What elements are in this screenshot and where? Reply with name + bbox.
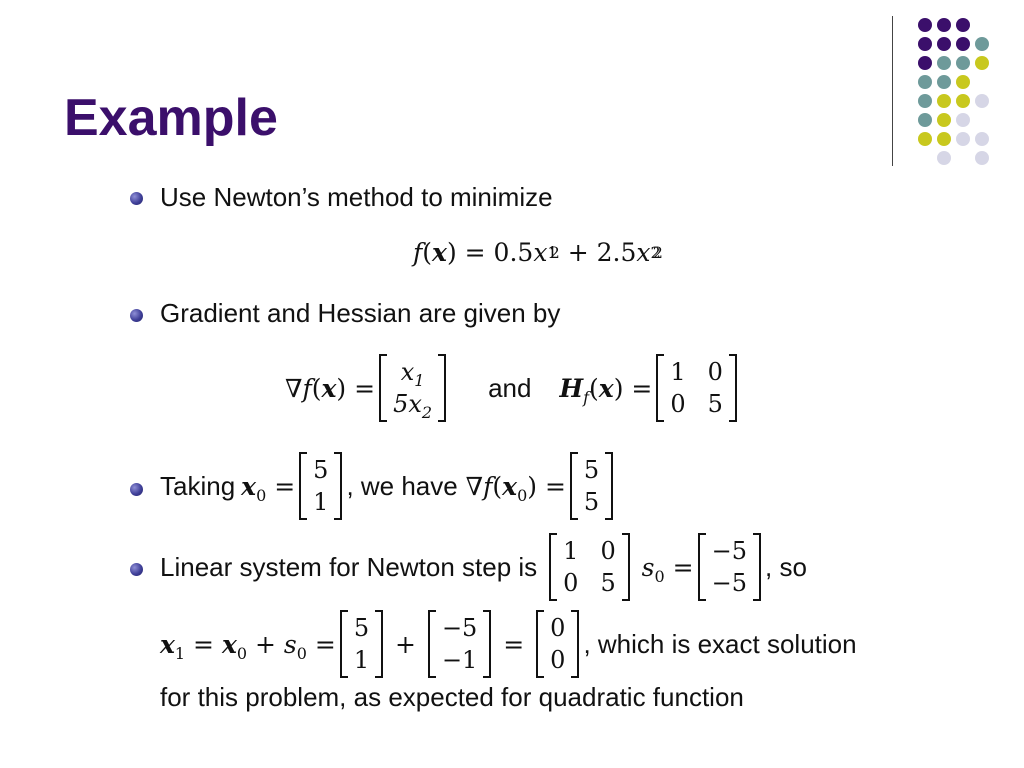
decor-dot xyxy=(956,94,970,108)
decor-dot xyxy=(937,56,951,70)
matrix-cell: −5 xyxy=(711,537,747,565)
decor-dot xyxy=(937,37,951,51)
matrix-cell: 5 xyxy=(583,456,600,484)
decor-dot xyxy=(975,56,989,70)
bullet-icon xyxy=(130,192,143,205)
decor-dot xyxy=(918,18,932,32)
matrix-cell: 0 xyxy=(563,569,579,597)
decor-dot xyxy=(937,151,951,165)
bullet-text-4: Linear system for Newton step is 1 0 0 5… xyxy=(160,533,807,601)
decor-dot xyxy=(918,75,932,89)
bullet-text-1: Use Newton’s method to minimize xyxy=(160,182,553,212)
decor-dot xyxy=(975,151,989,165)
matrix-cell: 1 xyxy=(563,537,579,565)
decor-dot xyxy=(975,132,989,146)
matrix-cell: 5 xyxy=(600,569,616,597)
decor-dot xyxy=(918,94,932,108)
decor-dot xyxy=(937,94,951,108)
equation-x1: x1 = x0 + s0 = 5 1 + −5 −1 = 0 0 , which… xyxy=(160,610,857,678)
decor-dot xyxy=(937,132,951,146)
matrix-cell: 0 xyxy=(670,390,686,418)
decor-dot xyxy=(956,18,970,32)
step-matrix: 1 0 0 5 xyxy=(549,533,630,601)
decor-dot xyxy=(975,94,989,108)
matrix-cell: 5 xyxy=(707,390,723,418)
matrix-cell: 1 xyxy=(353,646,370,674)
decor-dot xyxy=(956,132,970,146)
x0-vector: 5 1 xyxy=(299,452,343,520)
matrix-cell: 1 xyxy=(313,488,329,516)
matrix-cell: −5 xyxy=(711,569,747,597)
decor-dot xyxy=(918,132,932,146)
decor-dot xyxy=(956,113,970,127)
decor-divider xyxy=(892,16,893,166)
decor-dot xyxy=(918,56,932,70)
s0-vector-sum: −5 −1 xyxy=(427,610,492,678)
matrix-cell: 5 xyxy=(353,614,370,642)
bullet-text-2: Gradient and Hessian are given by xyxy=(160,298,561,328)
decor-dot xyxy=(937,113,951,127)
bullet-icon xyxy=(130,563,143,576)
decor-dot xyxy=(956,37,970,51)
matrix-cell: 5 xyxy=(583,488,600,516)
bullet-icon xyxy=(130,309,143,322)
decor-dot xyxy=(975,37,989,51)
closing-text: for this problem, as expected for quadra… xyxy=(160,682,744,712)
decor-dot xyxy=(937,18,951,32)
matrix-cell: x1 xyxy=(400,358,425,390)
matrix-cell: −1 xyxy=(441,646,478,674)
matrix-cell: 5 xyxy=(313,456,329,484)
decor-dot xyxy=(937,75,951,89)
matrix-cell: 1 xyxy=(670,358,686,386)
slide-title: Example xyxy=(64,89,278,147)
decor-dot xyxy=(918,37,932,51)
gradient-vector: x1 5x2 xyxy=(379,354,447,422)
matrix-cell: 0 xyxy=(550,614,566,642)
and-word: and xyxy=(488,372,532,403)
matrix-cell: −5 xyxy=(441,614,478,642)
matrix-cell: 0 xyxy=(600,537,616,565)
decor-dot xyxy=(956,75,970,89)
bullet-text-3: Taking x0 = 5 1 , we have ∇f(x0) = 5 5 xyxy=(160,452,617,520)
x0-vector-sum: 5 1 xyxy=(339,610,384,678)
decor-dot xyxy=(956,56,970,70)
matrix-cell: 5x2 xyxy=(393,390,433,422)
hessian-matrix: 1 0 0 5 xyxy=(656,354,737,422)
x1-result-vector: 0 0 xyxy=(536,610,580,678)
decor-dot xyxy=(918,113,932,127)
bullet-icon xyxy=(130,483,143,496)
equation-gradient-hessian: ∇f(x) = x1 5x2 and Hf(x) = 1 0 0 5 xyxy=(285,354,741,422)
neg-gradient-vector: −5 −5 xyxy=(697,533,761,601)
matrix-cell: 0 xyxy=(707,358,723,386)
gradient-x0-vector: 5 5 xyxy=(569,452,614,520)
matrix-cell: 0 xyxy=(550,646,566,674)
